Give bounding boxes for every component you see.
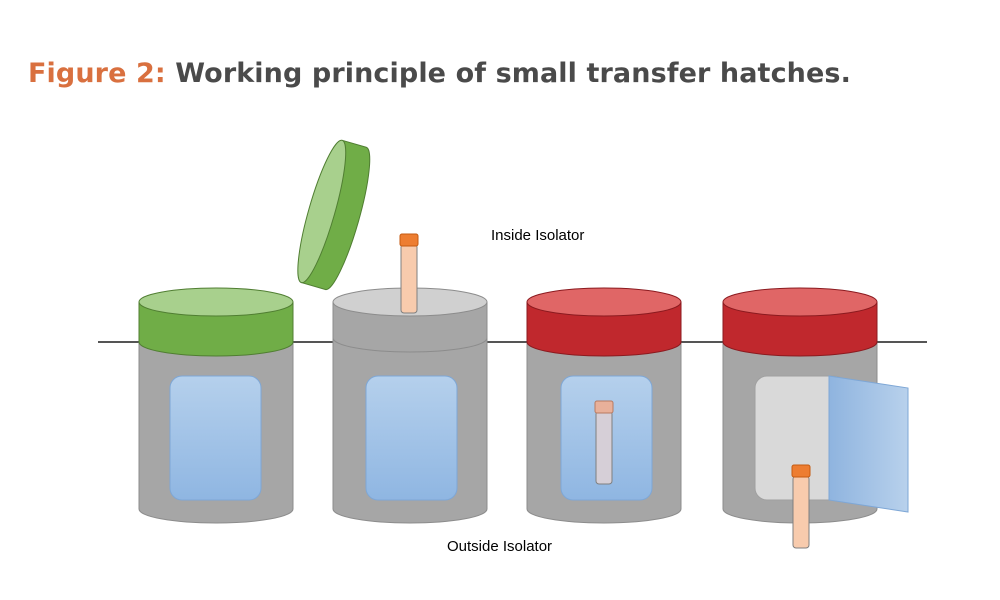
inside-isolator-label: Inside Isolator (491, 227, 584, 244)
figure-label: Figure 2: (28, 58, 166, 89)
hatch-4-open-door (828, 375, 909, 513)
outside-isolator-label: Outside Isolator (447, 538, 552, 555)
hatch-3-lid-top (526, 287, 682, 317)
hatch-2-flange-line (332, 337, 488, 353)
hatch-3-tube-inside (526, 287, 682, 524)
hatch-3-tube-body (595, 410, 613, 485)
hatch-2-tube-body (400, 243, 418, 314)
hatch-2-lifted-lid-face (297, 139, 347, 284)
hatch-2-tube-cap (399, 233, 419, 247)
hatch-1-lid-top (138, 287, 294, 317)
figure-title: Figure 2: Working principle of small tra… (28, 58, 851, 89)
figure-title-text: Working principle of small transfer hatc… (175, 58, 851, 89)
hatch-1-lid-side (138, 301, 294, 357)
hatch-4-door-open (722, 287, 909, 549)
hatch-2-open (297, 139, 488, 524)
hatch-2-lifted-lid (297, 139, 371, 290)
hatch-2-window (365, 375, 458, 501)
hatch-4-lid-side (722, 301, 878, 357)
hatch-1-window (169, 375, 262, 501)
hatch-3-tube-cap (594, 400, 614, 414)
hatch-4-tube-cap (791, 464, 811, 478)
hatch-4-tube-body (792, 475, 810, 549)
hatch-3-lid-side (526, 301, 682, 357)
hatch-4-lid-top (722, 287, 878, 317)
hatch-1-closed (138, 287, 294, 524)
